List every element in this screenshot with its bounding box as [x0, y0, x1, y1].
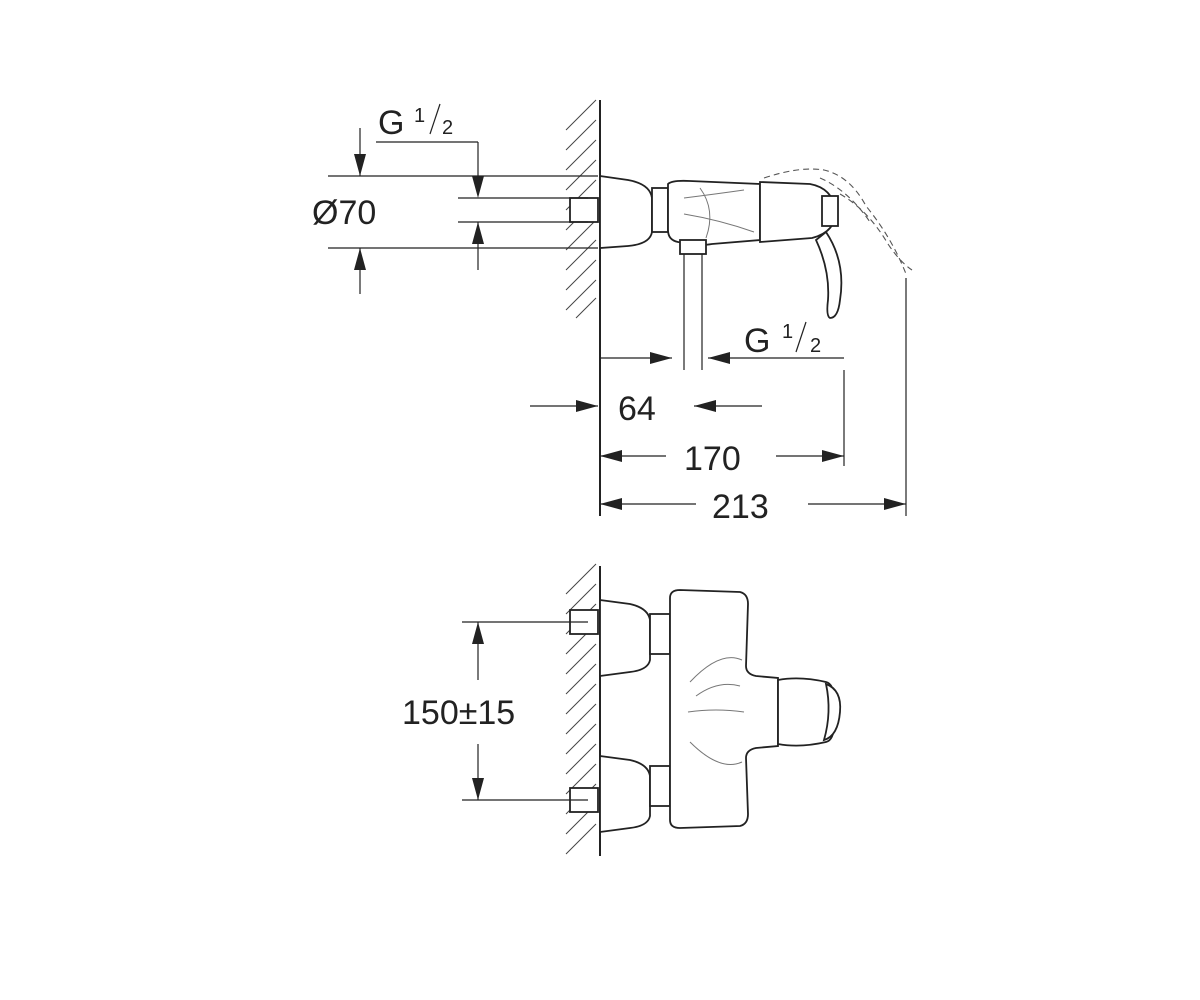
dim-213: 213 [599, 278, 907, 526]
dim-diameter: Ø70 [312, 128, 598, 294]
dim-170: 170 [600, 370, 845, 478]
thread-top-num: 1 [414, 105, 425, 127]
dim-64: 64 [530, 390, 762, 428]
thread-bottom-num: 1 [782, 321, 793, 343]
dim-thread-top: G 1 2 [376, 103, 588, 270]
diameter-label: Ø70 [312, 194, 376, 232]
thread-bottom-den: 2 [810, 335, 821, 357]
dim-213-label: 213 [712, 488, 769, 526]
thread-top-den: 2 [442, 117, 453, 139]
dim-170-label: 170 [684, 440, 741, 478]
dim-spacing: 150±15 [402, 621, 588, 801]
spacing-label: 150±15 [402, 694, 515, 732]
side-view: G 1 2 Ø70 G 1 2 [312, 99, 913, 526]
dim-64-label: 64 [618, 390, 656, 428]
faucet-side [569, 168, 913, 370]
dim-thread-bottom: G 1 2 [600, 321, 844, 364]
faucet-top [569, 589, 842, 834]
top-view: 150±15 [402, 563, 842, 856]
thread-bottom-letter: G [744, 322, 770, 360]
thread-top-letter: G [378, 104, 404, 142]
